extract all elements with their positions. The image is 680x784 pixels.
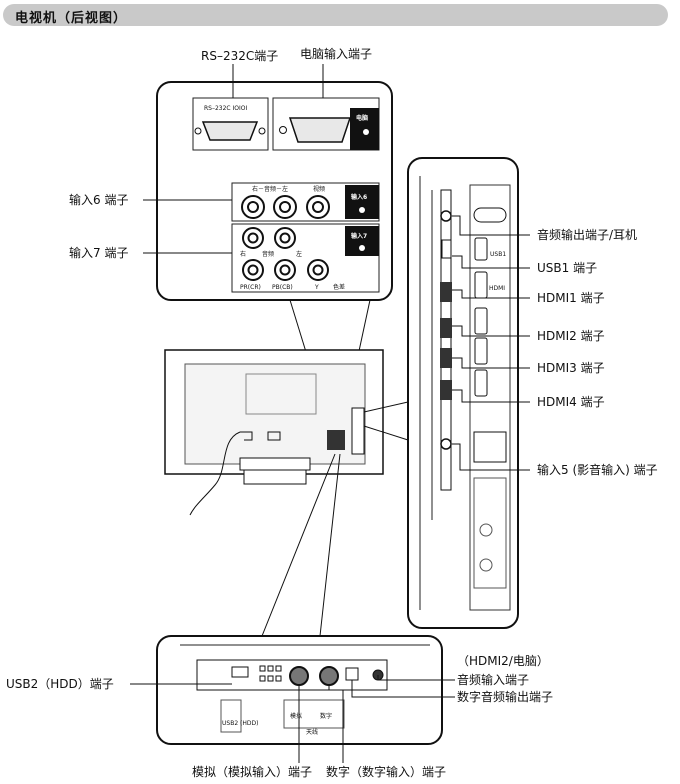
side-hdmi-ports: [440, 282, 452, 400]
tv-rear-body: [164, 299, 384, 516]
input6-badge-label: 输入6: [351, 193, 367, 201]
rs232c-panel-label: RS–232C IOIOI: [204, 105, 248, 112]
analog-input-callout: 模拟（模拟输入）端子: [192, 764, 312, 779]
input6-callout: 输入6 端子: [69, 192, 128, 207]
callout-labels: RS–232C端子 电脑输入端子 输入6 端子 输入7 端子 音频输出端子/耳机…: [6, 46, 658, 779]
pc-input-callout: 电脑输入端子: [300, 46, 372, 61]
audio-lr-label: 右－音频－左: [252, 185, 288, 193]
pr-label: PR(CR): [240, 284, 261, 291]
pc-vga-connector: [288, 117, 352, 143]
pc-badge-label: 电脑: [356, 114, 368, 122]
digital-audio-out-callout: 数字音频输出端子: [457, 689, 553, 704]
rs232c-callout: RS–232C端子: [201, 49, 278, 63]
pb-label: PB(CB): [272, 284, 293, 291]
hdmi1-panel-label: HDMI: [489, 285, 505, 292]
rs232c-connector: [201, 121, 259, 141]
usb2-callout: USB2（HDD）端子: [6, 677, 114, 691]
page-title: 电视机（后视图）: [15, 11, 128, 26]
side-connector-panel: USB1 HDMI: [407, 157, 519, 629]
input7-jacks: [242, 227, 329, 281]
audio-input-callout: 音频输入端子: [457, 672, 529, 687]
usb2-panel-label: USB2 (HDD): [222, 720, 258, 727]
bottom-leader-lines: [130, 675, 455, 763]
input5-callout: 输入5 (影音输入) 端子: [537, 462, 658, 477]
input7-callout: 输入7 端子: [69, 245, 128, 260]
top-leader-lines: [143, 64, 324, 254]
bottom-antenna-jacks: [289, 666, 339, 686]
audio-out-callout: 音频输出端子/耳机: [537, 227, 637, 242]
hdmi2-pc-note: （HDMI2/电脑）: [457, 654, 549, 668]
hdmi3-callout: HDMI3 端子: [537, 361, 605, 375]
digital-input-callout: 数字（数字输入）端子: [326, 764, 446, 779]
component-label: 色差: [333, 283, 345, 291]
video-label: 视频: [313, 185, 325, 193]
usb1-panel-label: USB1: [490, 251, 506, 258]
header-bar: 电视机（后视图）: [3, 4, 668, 26]
digital-panel-label: 数字: [320, 712, 332, 720]
hdmi1-callout: HDMI1 端子: [537, 291, 605, 305]
usb1-callout: USB1 端子: [537, 261, 597, 275]
left-label: 左: [296, 250, 302, 258]
analog-panel-label: 模拟: [290, 712, 302, 720]
input6-jacks: [241, 195, 330, 219]
side-leader-lines: [452, 215, 530, 471]
side-hdmi-badges: HDMI: [474, 271, 505, 397]
top-connector-panel: RS–232C IOIOI 电脑 右－音频－左 视频 输入6 右 音频 左: [156, 81, 393, 301]
right-label: 右: [240, 250, 246, 258]
antenna-panel-label: 天线: [306, 728, 318, 736]
input7-badge-label: 输入7: [351, 232, 367, 240]
audio-label: 音频: [262, 250, 274, 258]
hdmi4-callout: HDMI4 端子: [537, 395, 605, 409]
y-label: Y: [314, 284, 319, 291]
hdmi2-callout: HDMI2 端子: [537, 329, 605, 343]
